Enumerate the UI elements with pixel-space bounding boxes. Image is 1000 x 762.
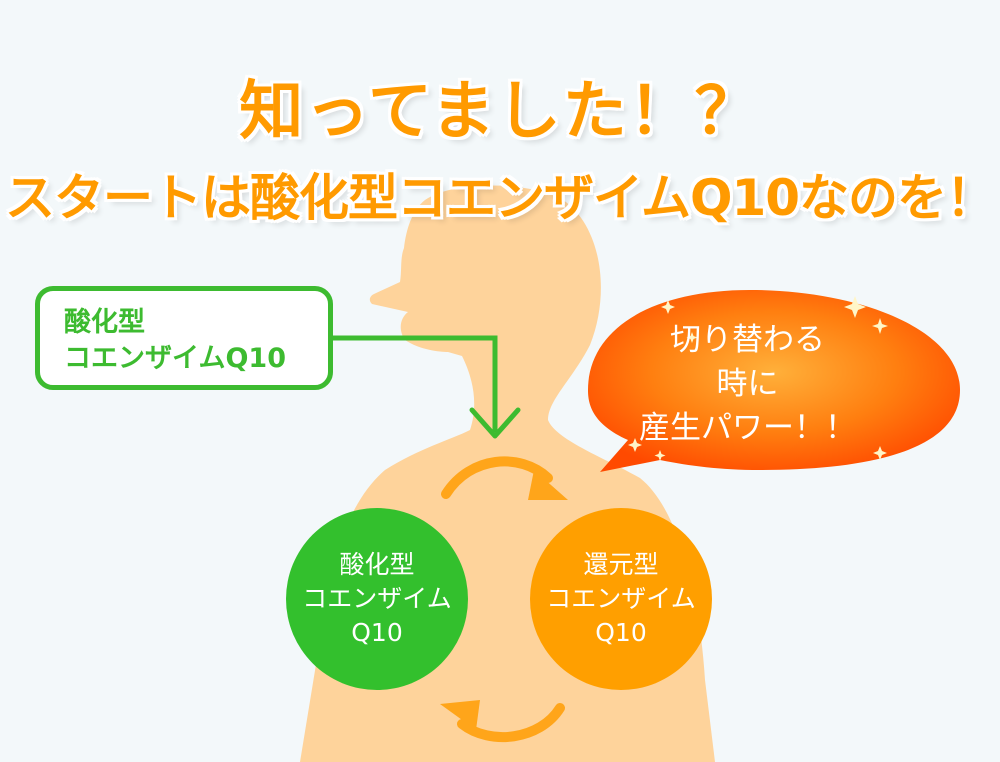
speech-bubble-text: 切り替わる 時に 産生パワー！！	[625, 318, 870, 450]
reduced-circle-line-1: 還元型	[583, 550, 659, 579]
connector-line	[333, 335, 498, 432]
title-line-2: スタートは酸化型コエンザイムQ10なのを！	[4, 168, 997, 228]
oxidized-circle-line-3: Q10	[351, 618, 403, 647]
sparkles	[628, 296, 888, 461]
reduced-coq10-circle: 還元型 コエンザイム Q10	[530, 508, 712, 690]
bubble-line-3: 産生パワー！！	[639, 410, 856, 446]
reduced-circle-line-2: コエンザイム	[546, 584, 696, 613]
oxidized-label-box: 酸化型 コエンザイムQ10	[35, 286, 333, 390]
bubble-line-1: 切り替わる	[670, 322, 825, 358]
cycle-arrow-bottom	[457, 703, 565, 743]
oxidized-coq10-circle: 酸化型 コエンザイム Q10	[286, 508, 468, 690]
cycle-arrow-top-head	[528, 470, 568, 500]
cycle-arrow-top	[441, 456, 553, 499]
bubble-line-2: 時に	[716, 366, 779, 402]
title-line-1: 知ってました！？	[238, 74, 761, 150]
speech-bubble	[588, 290, 960, 472]
down-arrow-head	[469, 407, 521, 439]
cycle-arrow-bottom-head	[440, 700, 480, 730]
label-box-line-2: コエンザイムQ10	[64, 343, 286, 374]
oxidized-circle-line-2: コエンザイム	[302, 584, 452, 613]
label-box-line-1: 酸化型	[64, 307, 145, 338]
reduced-circle-line-3: Q10	[595, 618, 647, 647]
oxidized-circle-line-1: 酸化型	[339, 550, 415, 579]
